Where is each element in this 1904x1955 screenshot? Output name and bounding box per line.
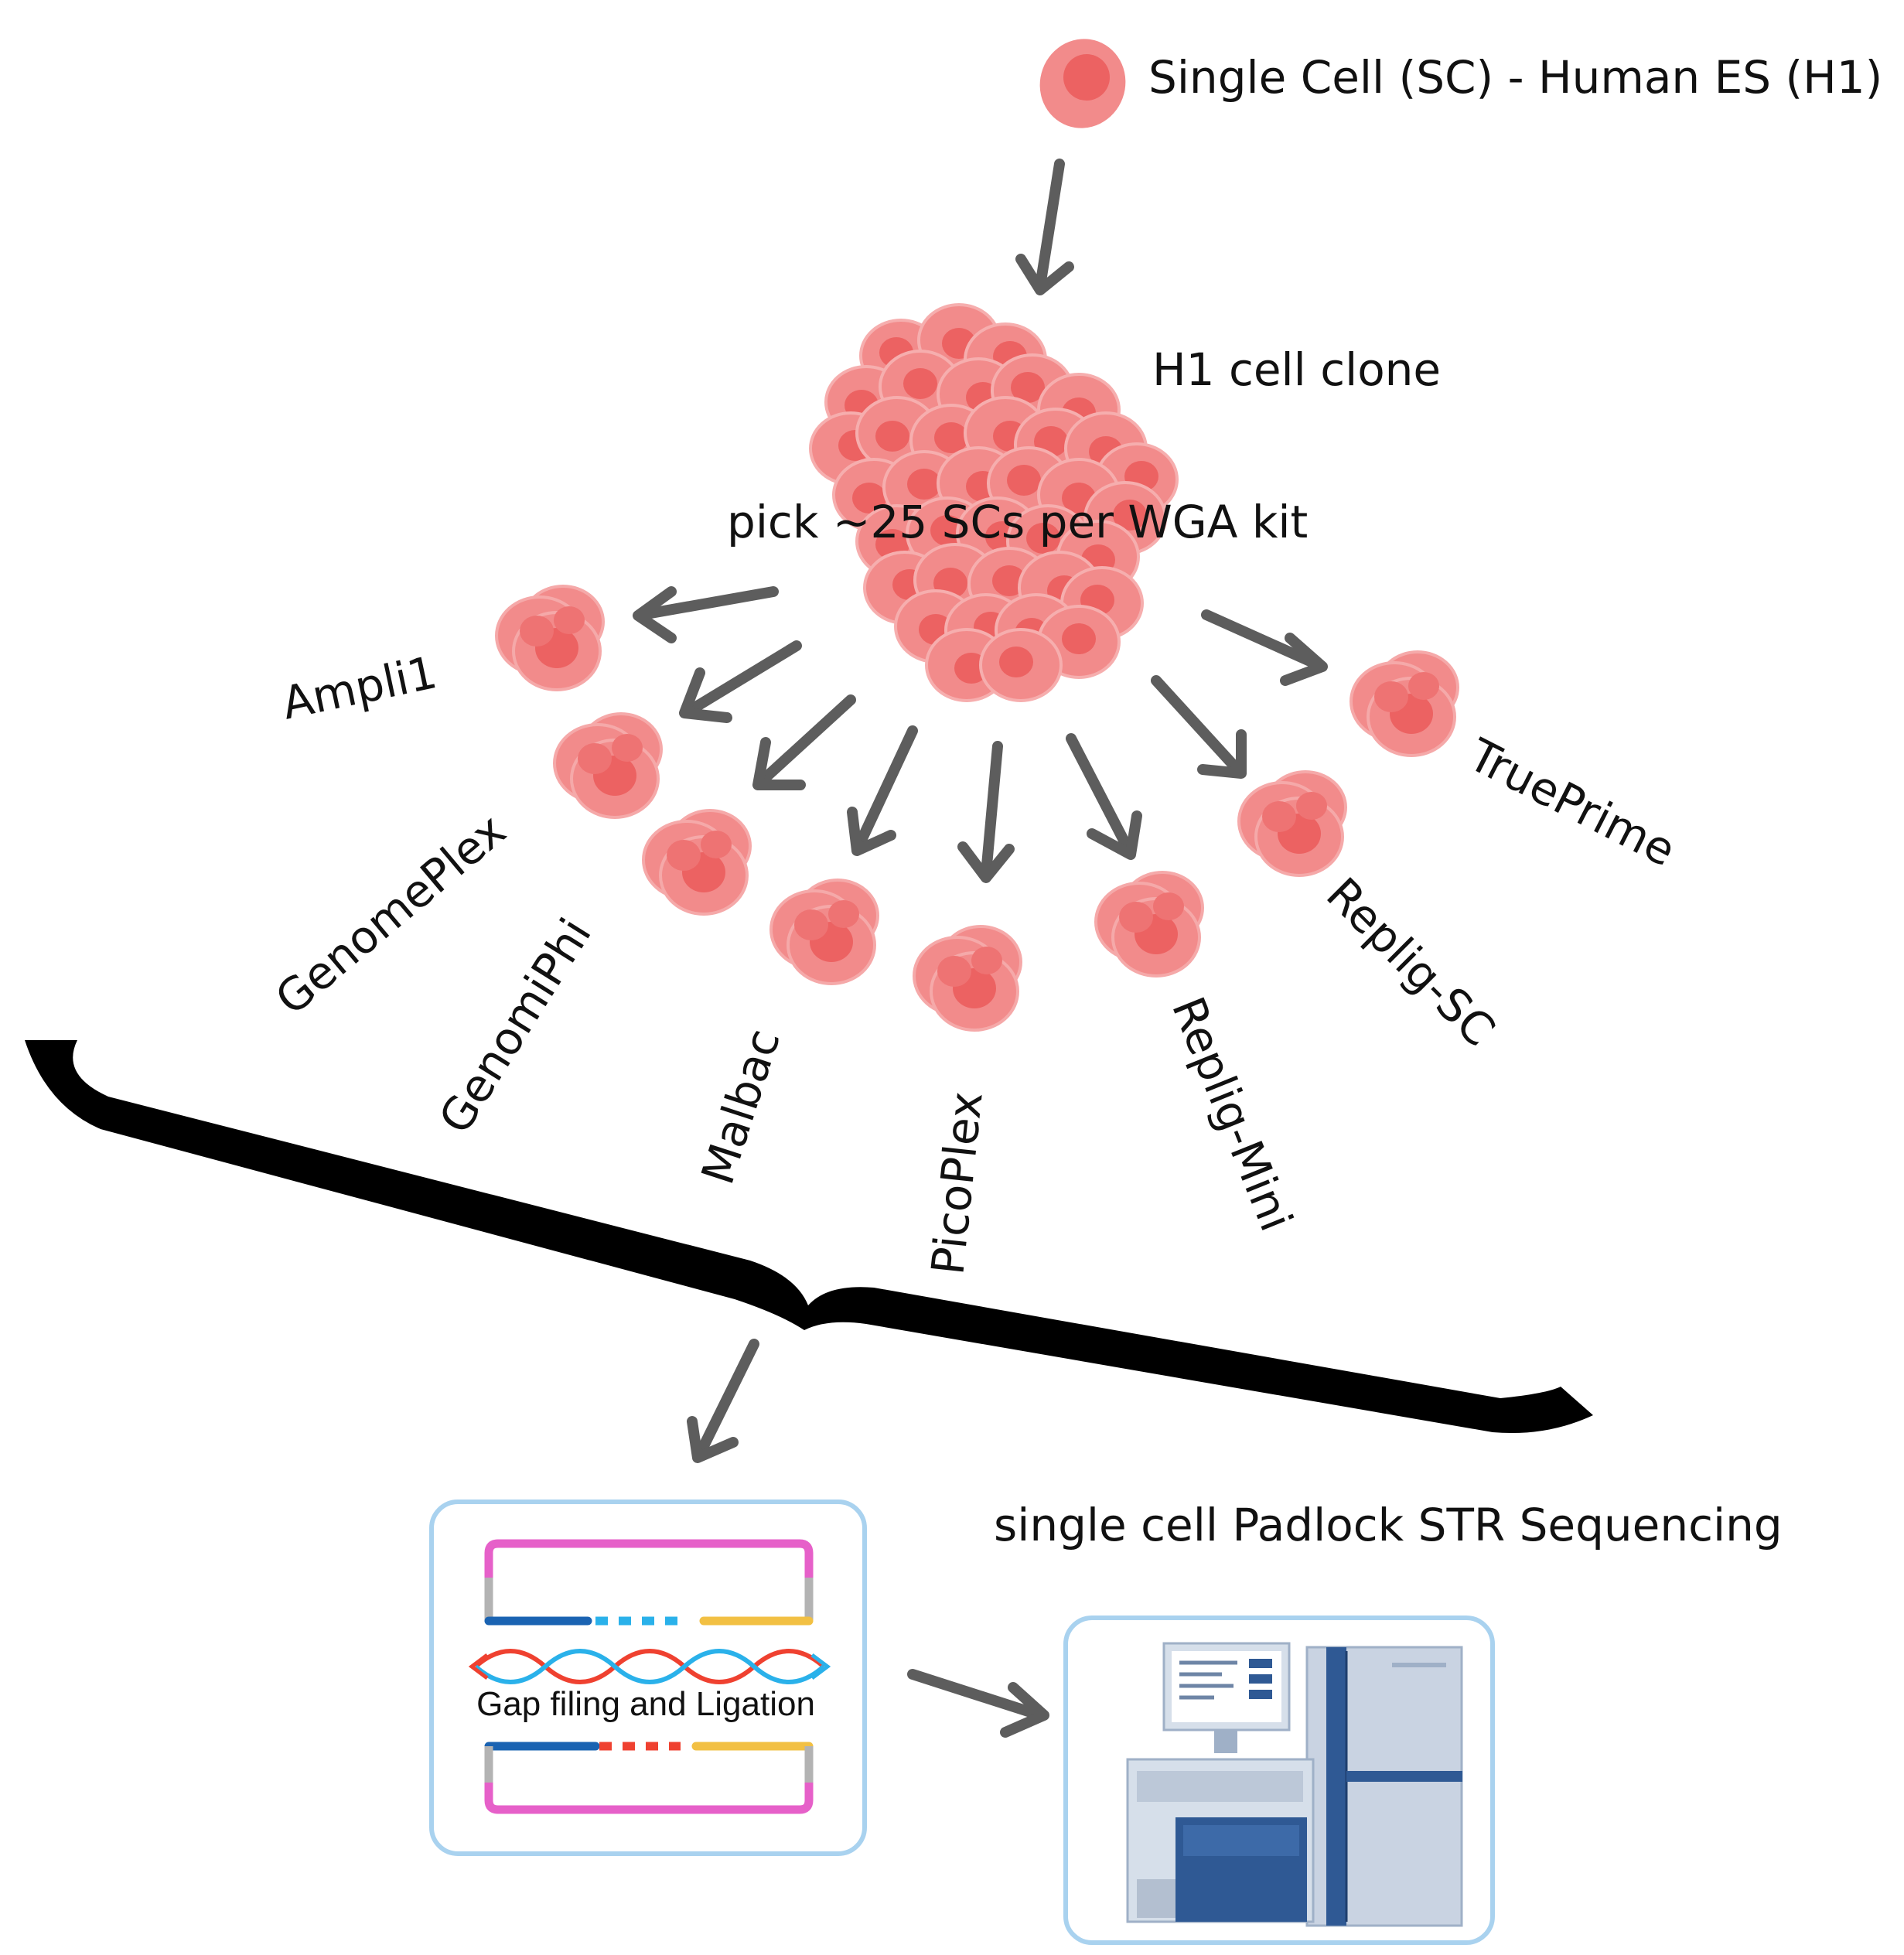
- h1-cell-clone-icon: [809, 303, 1179, 702]
- kit-label-trueprime: TruePrime: [1460, 728, 1684, 876]
- cell-cluster-replig-mini: [1094, 871, 1204, 978]
- clone-cell-nucleus: [934, 422, 968, 453]
- kit-label-ampli1: Ampli1: [278, 646, 442, 730]
- kit-label-genomeplex: GenomePlex: [265, 803, 515, 1025]
- clone-label: H1 cell clone: [1152, 343, 1441, 396]
- clone-cell-nucleus: [907, 469, 941, 500]
- clone-cell-nucleus: [1026, 523, 1060, 554]
- clone-cell-nucleus: [875, 421, 909, 452]
- sequencing-label: single cell Padlock STR Sequencing: [994, 1499, 1783, 1551]
- kit-label-malbac: Malbac: [691, 1022, 790, 1190]
- dna-helix-icon: [468, 1649, 831, 1684]
- clone-cell-nucleus: [999, 647, 1033, 677]
- cell-cluster-genomiphi: [642, 809, 752, 916]
- padlock-gap-filling-panel: Gap filing and Ligation: [429, 1500, 867, 1856]
- single-cell-label: Single Cell (SC) - Human ES (H1): [1148, 51, 1882, 104]
- cell-cluster-replig-sc: [1237, 770, 1347, 877]
- padlock-probe-top: [484, 1539, 814, 1626]
- pick-instruction-label: pick ~25 SCs per WGA kit: [727, 496, 1308, 548]
- clone-cell-nucleus: [1011, 372, 1045, 403]
- kit-label-genomiphi: GenomiPhi: [428, 909, 602, 1143]
- kit-arrows: [633, 586, 1328, 883]
- kit-label-replig-mini: Replig-Mini: [1162, 990, 1303, 1238]
- arrow-genomiphi: [752, 694, 856, 790]
- arrow-replig-mini: [1066, 733, 1142, 860]
- clone-cell-nucleus: [992, 565, 1026, 596]
- arrow-ampli1: [633, 586, 779, 643]
- cell-cluster-genomeplex: [553, 712, 663, 819]
- clone-cell-nucleus: [1113, 500, 1147, 531]
- arrow-trueprime: [1201, 609, 1328, 686]
- padlock-probe-bottom: [484, 1742, 814, 1814]
- arrow-replig-sc: [1151, 675, 1247, 779]
- arrow-brace-to-padlock: [687, 1339, 759, 1463]
- clone-cell-nucleus: [903, 368, 937, 399]
- sequencer-panel: [1063, 1616, 1495, 1945]
- arrow-genomeplex: [679, 640, 802, 723]
- cell-cluster-picoplex: [913, 925, 1022, 1032]
- cell-cluster-malbac: [769, 879, 879, 985]
- cell-cluster-ampli1: [495, 585, 605, 691]
- cell-cluster-trueprime: [1350, 650, 1459, 757]
- clone-cell-nucleus: [1062, 623, 1096, 654]
- single-cell-icon: [1039, 39, 1126, 128]
- arrow-padlock-to-sequencer: [907, 1669, 1049, 1738]
- arrow-malbac: [847, 725, 918, 856]
- curly-brace: [25, 1040, 1593, 1434]
- kit-label-replig-sc: Replig-SC: [1316, 868, 1505, 1056]
- gap-filling-caption: Gap filing and Ligation: [476, 1685, 815, 1723]
- clone-cell-nucleus: [852, 483, 886, 513]
- arrow-cell-to-clone: [1015, 159, 1074, 295]
- sequencer-machine-icon: [1126, 1642, 1463, 1927]
- arrow-picoplex: [957, 741, 1015, 883]
- clone-cell-nucleus: [1007, 465, 1041, 496]
- clone-cell-nucleus: [930, 515, 964, 546]
- kit-label-picoplex: PicoPlex: [921, 1089, 992, 1277]
